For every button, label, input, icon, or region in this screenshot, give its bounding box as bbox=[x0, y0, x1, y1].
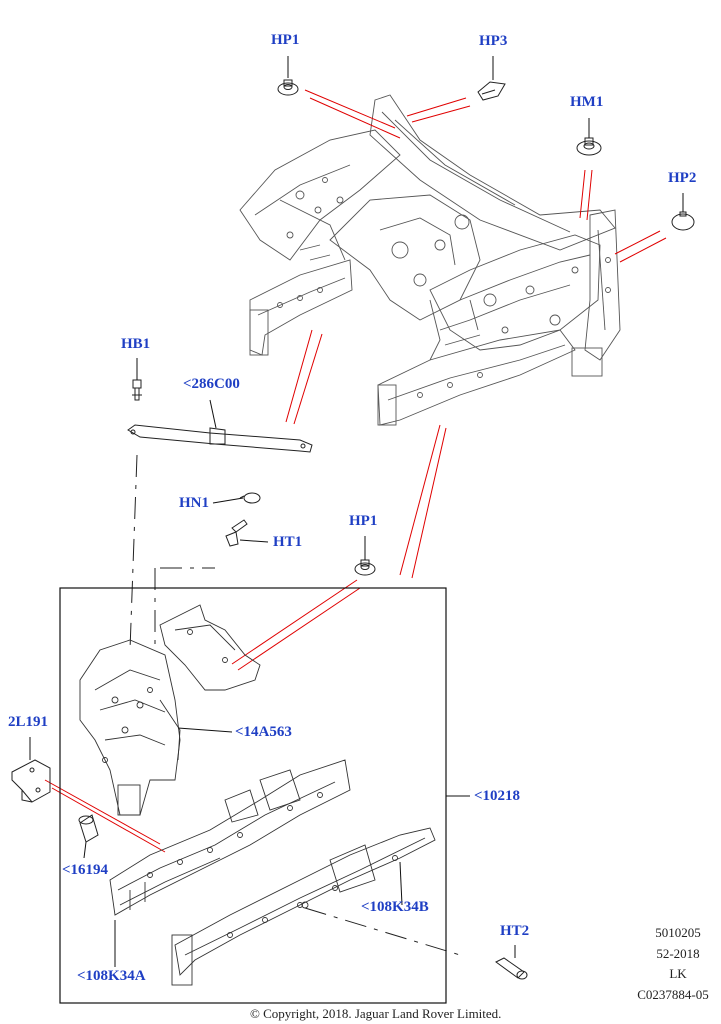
part-108k34b bbox=[171, 827, 436, 986]
callout-ht1[interactable]: HT1 bbox=[273, 534, 303, 550]
callout-108k34a[interactable]: <108K34A bbox=[77, 968, 146, 984]
ht1-bolt bbox=[225, 519, 248, 547]
ht2-bolt bbox=[495, 957, 528, 980]
drawing-code: LK bbox=[669, 966, 687, 981]
part-16194 bbox=[78, 814, 99, 843]
drawing-number: 5010205 bbox=[655, 925, 701, 940]
callout-hn1[interactable]: HN1 bbox=[179, 495, 209, 511]
drawing-date: 52-2018 bbox=[656, 946, 700, 961]
drawing-reference: C0237884-05 bbox=[637, 987, 709, 1002]
hp2-ring bbox=[671, 211, 695, 231]
cross-brace-286c00 bbox=[127, 424, 313, 453]
callout-hb1[interactable]: HB1 bbox=[121, 336, 151, 352]
callout-hp1-mid[interactable]: HP1 bbox=[349, 513, 378, 529]
hb1-bolt bbox=[132, 379, 142, 401]
copyright-notice: © Copyright, 2018. Jaguar Land Rover Lim… bbox=[250, 1006, 502, 1021]
hm1-grommet bbox=[576, 137, 602, 156]
callout-10218[interactable]: <10218 bbox=[474, 788, 521, 804]
part-14a563 bbox=[79, 639, 181, 816]
callout-hp2[interactable]: HP2 bbox=[668, 170, 697, 186]
callout-108k34b[interactable]: <108K34B bbox=[361, 899, 429, 915]
hp3-plug bbox=[477, 81, 506, 101]
callout-hp1-top[interactable]: HP1 bbox=[271, 32, 300, 48]
front-body-structure bbox=[239, 94, 621, 426]
part-2l191 bbox=[11, 759, 51, 803]
callout-ht2[interactable]: HT2 bbox=[500, 923, 530, 939]
black-leader-lines bbox=[29, 56, 684, 967]
callout-16194[interactable]: <16194 bbox=[62, 862, 109, 878]
callout-hp3[interactable]: HP3 bbox=[479, 33, 508, 49]
red-leader-lines-upper bbox=[44, 89, 667, 853]
hn1-clip bbox=[239, 492, 261, 504]
callout-286c00[interactable]: <286C00 bbox=[183, 376, 240, 392]
upper-apron-bracket bbox=[159, 604, 261, 691]
callout-2l191[interactable]: 2L191 bbox=[8, 714, 49, 730]
callout-14a563[interactable]: <14A563 bbox=[235, 724, 292, 740]
hp1-grommet-mid bbox=[354, 559, 376, 576]
hp1-grommet-top bbox=[277, 79, 299, 96]
part-108k34a bbox=[109, 759, 351, 916]
assembly-phantom-lines bbox=[129, 454, 461, 956]
callout-hm1[interactable]: HM1 bbox=[570, 94, 604, 110]
